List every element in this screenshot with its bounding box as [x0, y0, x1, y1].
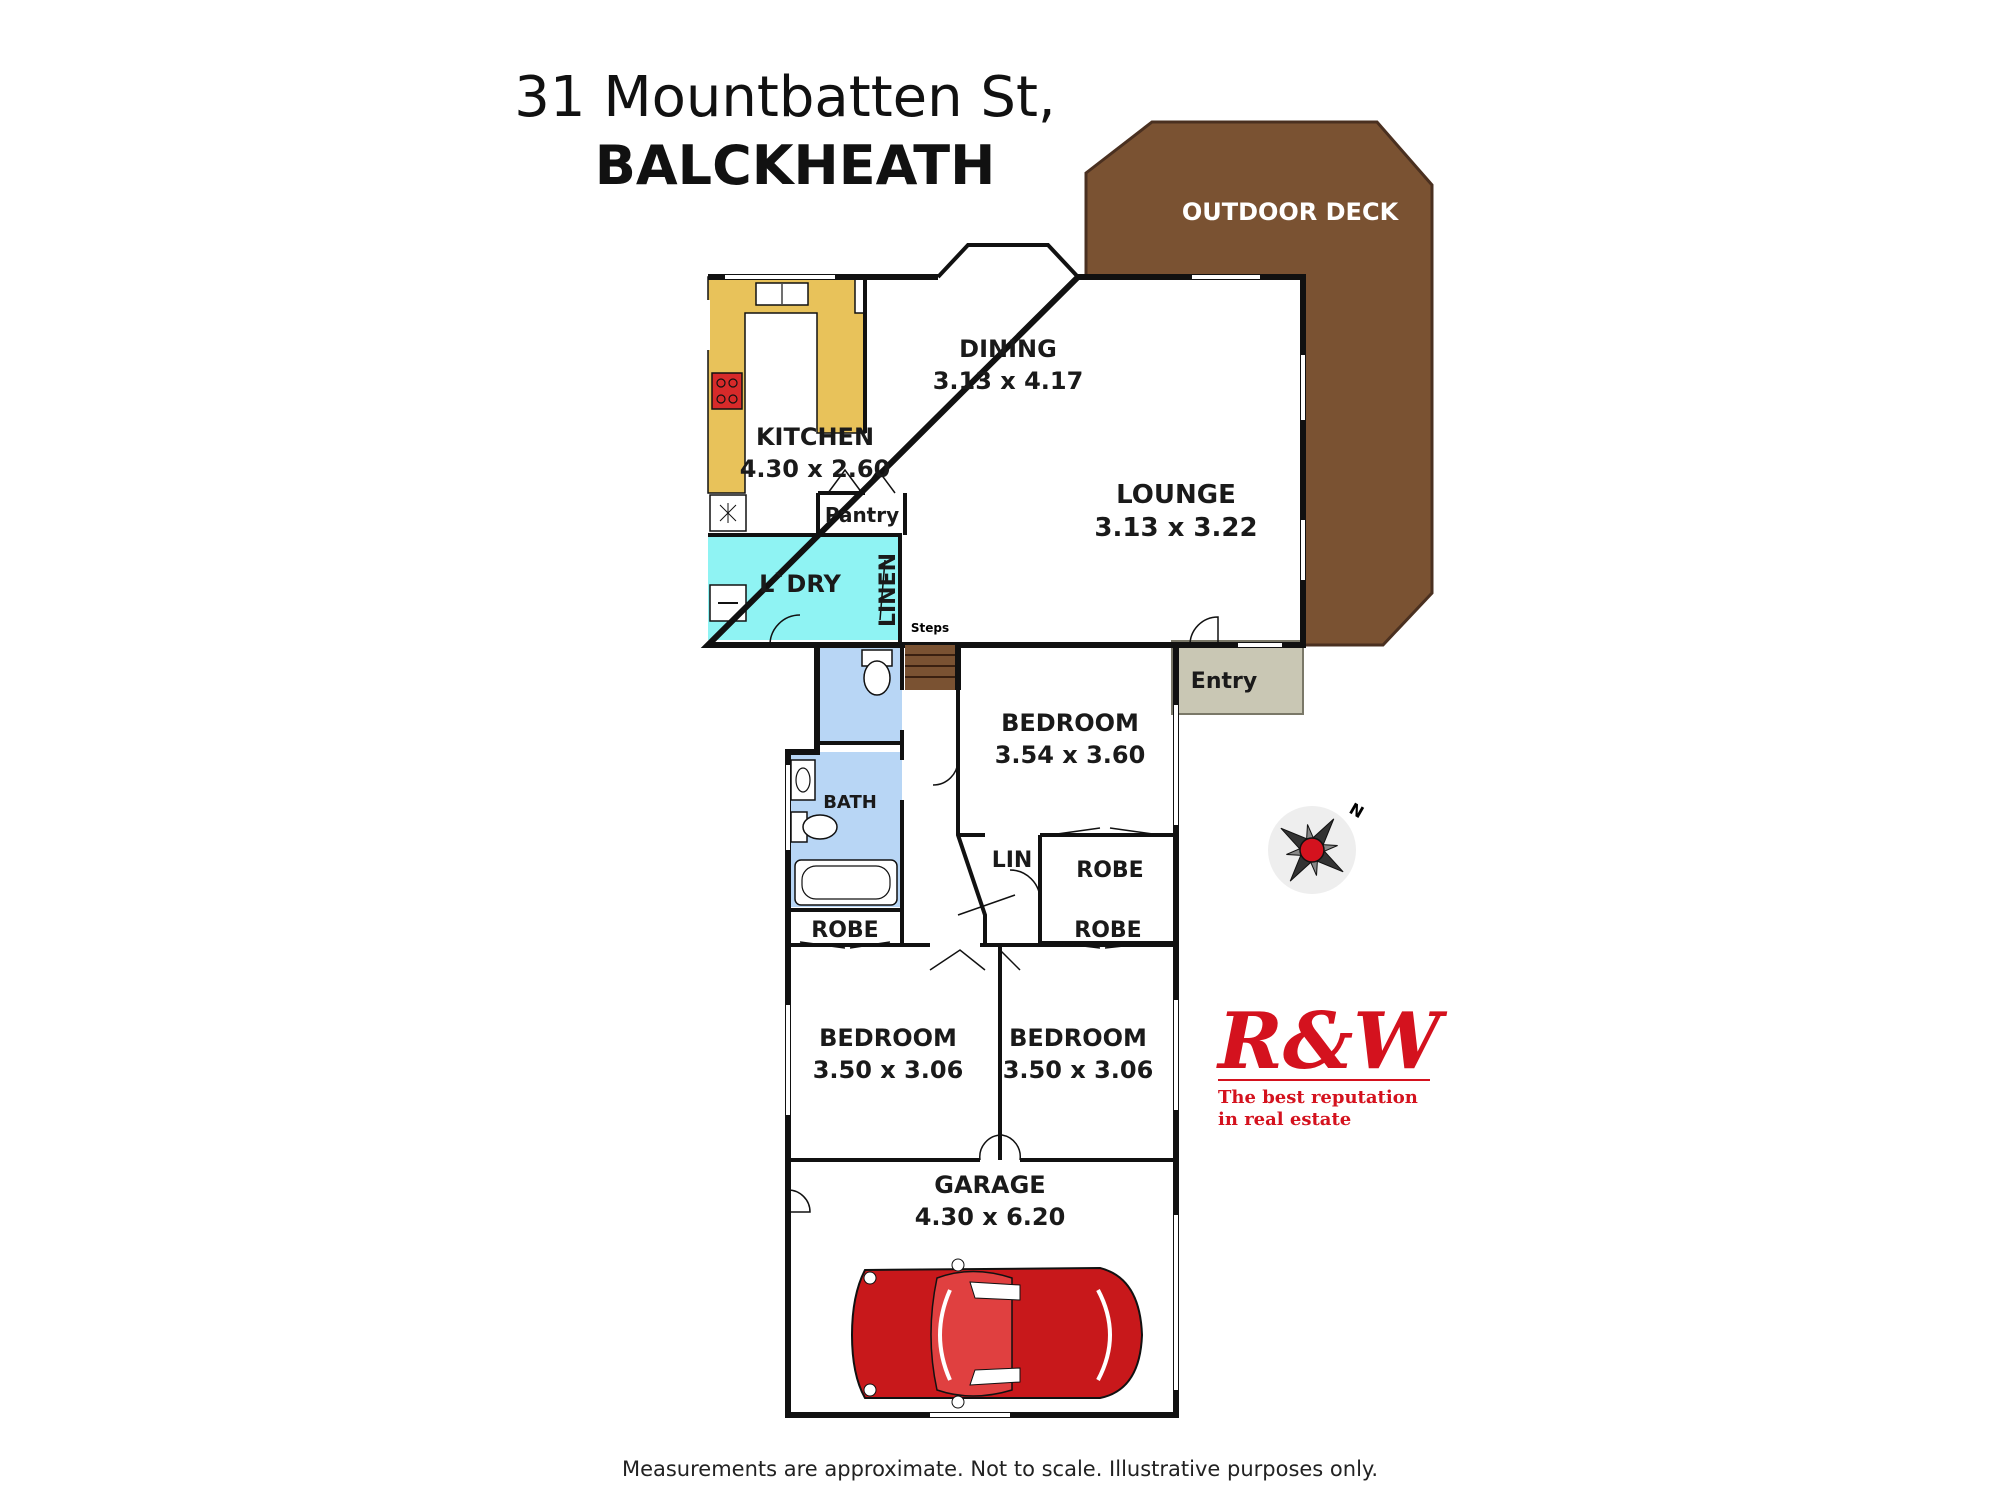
garage-size: 4.30 x 6.20 — [915, 1203, 1066, 1231]
logo-tagline-1: The best reputation — [1218, 1087, 1418, 1108]
compass-icon: N — [1268, 799, 1367, 894]
bath-label: BATH — [823, 792, 877, 813]
toilet-bowl-icon — [863, 660, 891, 696]
lin-label: LIN — [992, 848, 1033, 873]
disclaimer: Measurements are approximate. Not to sca… — [622, 1457, 1378, 1481]
bathtub-icon — [794, 859, 898, 906]
bedroom1-name: BEDROOM — [1001, 709, 1139, 737]
suburb-title: BALCKHEATH — [595, 134, 996, 197]
lounge-size: 3.13 x 3.22 — [1094, 513, 1257, 543]
rw-logo: R&W The best reputation in real estate — [1216, 996, 1448, 1130]
compass-north-label: N — [1346, 799, 1367, 822]
kitchen-size: 4.30 x 2.60 — [740, 455, 891, 483]
bedroom2-size: 3.50 x 3.06 — [813, 1056, 964, 1084]
bedroom1-size: 3.54 x 3.60 — [995, 741, 1146, 769]
dining-name: DINING — [959, 335, 1057, 363]
steps-label: Steps — [911, 621, 949, 635]
cooktop-icon — [711, 372, 743, 410]
pantry-label: Pantry — [825, 503, 899, 527]
logo-brand: R&W — [1216, 996, 1448, 1087]
dining-size: 3.13 x 4.17 — [933, 367, 1084, 395]
bedroom3-size: 3.50 x 3.06 — [1003, 1056, 1154, 1084]
robe-label-3: ROBE — [1074, 918, 1141, 943]
garage-name: GARAGE — [934, 1171, 1045, 1199]
linen-label: LINEN — [876, 553, 901, 627]
steps: Steps — [905, 621, 958, 690]
laundry-label: L`DRY — [759, 570, 841, 598]
entry-label: Entry — [1191, 669, 1257, 694]
address-title: 31 Mountbatten St, — [514, 65, 1055, 130]
kitchen-name: KITCHEN — [756, 423, 874, 451]
bedroom3-name: BEDROOM — [1009, 1024, 1147, 1052]
bay-window — [936, 243, 1080, 279]
bedroom2-name: BEDROOM — [819, 1024, 957, 1052]
kitchen-bench — [707, 276, 866, 532]
robe-label-2: ROBE — [811, 918, 878, 943]
car-icon — [850, 1258, 1144, 1409]
lounge-name: LOUNGE — [1116, 480, 1236, 510]
outdoor-deck-label: OUTDOOR DECK — [1182, 198, 1400, 226]
entry-area: Entry — [1171, 640, 1304, 715]
basin-icon — [790, 759, 816, 801]
outdoor-deck: OUTDOOR DECK — [1084, 120, 1434, 647]
logo-tagline-2: in real estate — [1218, 1109, 1351, 1130]
fridge-icon — [709, 494, 747, 532]
robe-label-1: ROBE — [1076, 858, 1143, 883]
